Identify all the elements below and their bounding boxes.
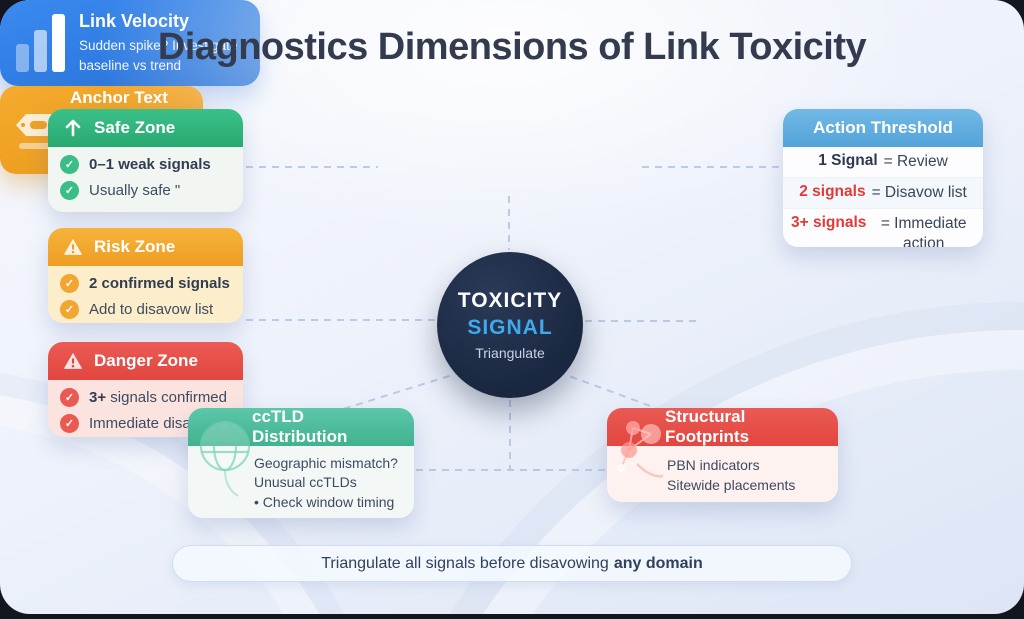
- hub-line-signal: SIGNAL: [467, 316, 553, 339]
- up-arrow-icon: [62, 117, 84, 139]
- check-icon: ✓: [60, 181, 79, 200]
- threshold-row: 2 signals = Disavow list: [783, 177, 983, 209]
- risk-zone-card: Risk Zone ✓ 2 confirmed signals ✓ Add to…: [48, 228, 243, 323]
- hub-line-toxicity: TOXICITY: [457, 289, 563, 312]
- risk-zone-header: Risk Zone: [48, 228, 243, 266]
- danger-zone-title: Danger Zone: [94, 351, 198, 370]
- action-threshold-card: Action Threshold 1 Signal = Review 2 sig…: [783, 109, 983, 247]
- cctld-distribution-card: ccTLD Distribution Geographic mismatch? …: [188, 408, 414, 518]
- threshold-row: 3+ signals = Immediate action: [783, 208, 983, 247]
- cctld-title: ccTLD Distribution: [252, 408, 348, 446]
- risk-zone-item: ✓ Add to disavow list: [60, 300, 231, 319]
- tag-icon: [14, 112, 58, 149]
- action-threshold-title: Action Threshold: [813, 118, 953, 137]
- safe-zone-card: Safe Zone ✓ 0–1 weak signals ✓ Usually s…: [48, 109, 243, 212]
- danger-zone-item: ✓ 3+ signals confirmed: [60, 388, 231, 407]
- bar-chart-icon: [16, 14, 65, 72]
- safe-zone-title: Safe Zone: [94, 118, 176, 137]
- check-icon: ✓: [60, 388, 79, 407]
- check-icon: ✓: [60, 414, 79, 433]
- threshold-row: 1 Signal = Review: [818, 152, 948, 170]
- check-icon: ✓: [60, 155, 79, 174]
- check-icon: ✓: [60, 274, 79, 293]
- risk-zone-title: Risk Zone: [94, 237, 176, 256]
- risk-zone-item: ✓ 2 confirmed signals: [60, 274, 231, 293]
- footer-note: Triangulate all signals before disavowin…: [172, 545, 852, 582]
- action-threshold-header: Action Threshold: [783, 109, 983, 147]
- structural-title: Structural Footprints: [665, 408, 750, 446]
- cctld-body: Geographic mismatch? Unusual ccTLDs • Ch…: [254, 455, 398, 510]
- safe-zone-item: ✓ 0–1 weak signals: [60, 155, 231, 174]
- network-nodes-icon: [617, 421, 664, 478]
- structural-body: PBN indicators Sitewide placements: [667, 457, 796, 494]
- safe-zone-header: Safe Zone: [48, 109, 243, 147]
- globe-icon: [199, 420, 251, 497]
- danger-zone-header: Danger Zone: [48, 342, 243, 380]
- toxicity-signal-hub: TOXICITY SIGNAL Triangulate: [437, 252, 583, 398]
- hub-line-triangulate: Triangulate: [475, 345, 545, 361]
- page-title: Diagnostics Dimensions of Link Toxicity: [157, 26, 867, 68]
- structural-footprints-card: Structural Footprints PBN indicators Sit…: [607, 408, 838, 502]
- safe-zone-item: ✓ Usually safe ": [60, 181, 231, 200]
- check-icon: ✓: [60, 300, 79, 319]
- warning-triangle-icon: [62, 236, 84, 258]
- warning-triangle-icon: [62, 350, 84, 372]
